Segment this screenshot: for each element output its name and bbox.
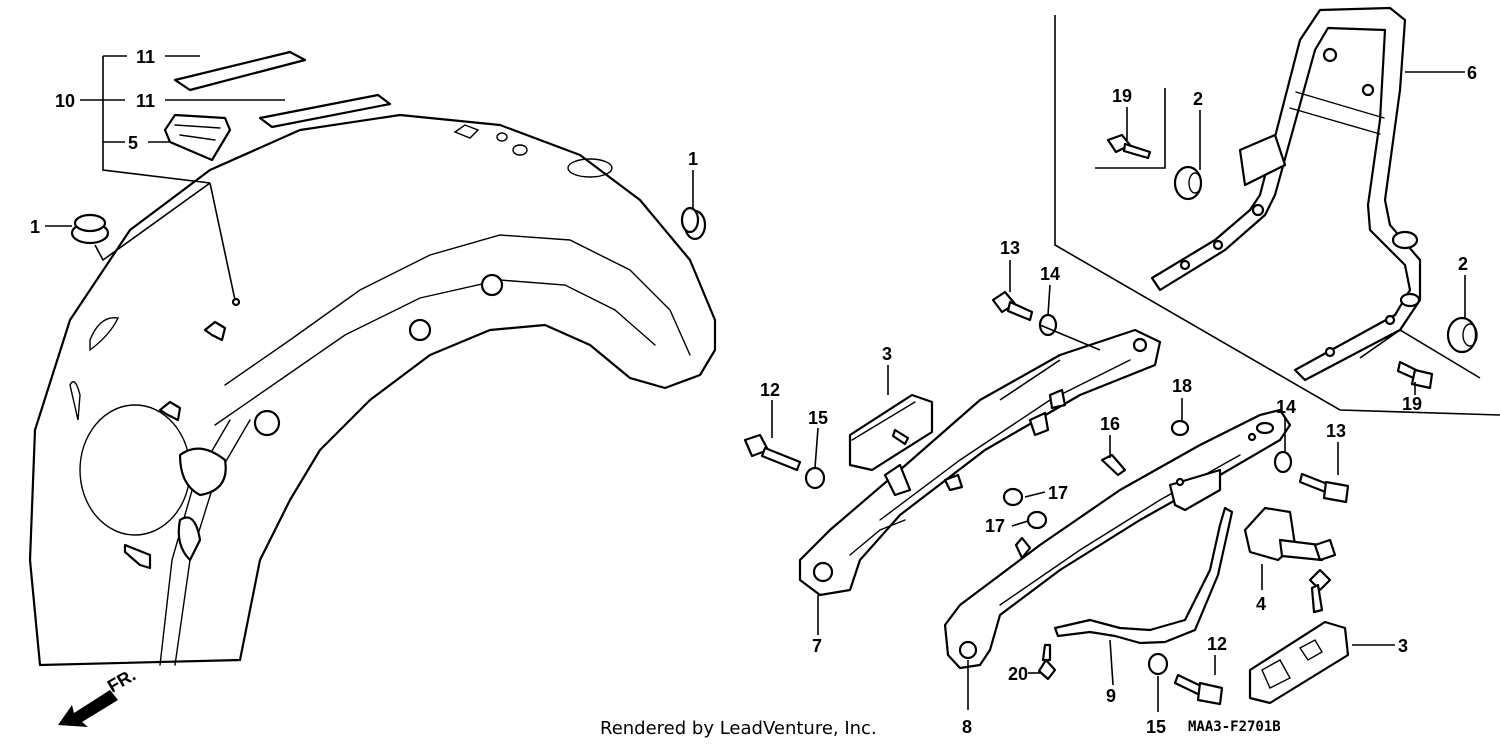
callout-3-lower: 3 xyxy=(1398,636,1408,656)
reflector-upper[interactable] xyxy=(848,393,934,472)
callout-11-upper: 11 xyxy=(136,47,155,67)
nut-18[interactable] xyxy=(1170,419,1190,437)
rear-fender[interactable] xyxy=(28,113,717,667)
callout-10: 10 xyxy=(55,91,75,111)
callout-17-lower: 17 xyxy=(985,516,1005,536)
callout-7: 7 xyxy=(812,636,822,656)
callout-19-upper: 19 xyxy=(1112,86,1132,106)
nut-17-upper[interactable] xyxy=(1002,487,1024,507)
backrest-grommet-upper[interactable] xyxy=(1173,165,1203,201)
callout-12-upper: 12 xyxy=(760,380,780,400)
callout-14-lower: 14 xyxy=(1276,397,1296,417)
callout-11-lower: 11 xyxy=(136,91,155,111)
callout-1-right: 1 xyxy=(688,149,698,169)
callout-13-upper: 13 xyxy=(1000,238,1020,258)
bolt-13-lower[interactable] xyxy=(1298,472,1350,504)
nut-17-lower[interactable] xyxy=(1026,510,1048,530)
callout-5: 5 xyxy=(128,133,138,153)
backrest-frame[interactable] xyxy=(1150,6,1422,382)
bolt-13-upper[interactable] xyxy=(991,290,1034,322)
callout-15-lower: 15 xyxy=(1146,717,1166,737)
washer-14-lower[interactable] xyxy=(1273,450,1293,474)
callout-12-lower: 12 xyxy=(1207,634,1227,654)
stripe-lower[interactable] xyxy=(258,93,392,129)
callout-1-left: 1 xyxy=(30,217,40,237)
callout-3-upper: 3 xyxy=(882,344,892,364)
bolt-12-upper[interactable] xyxy=(743,433,802,472)
bolt-lower[interactable] xyxy=(1396,360,1434,390)
bolt-12-lower[interactable] xyxy=(1173,673,1224,706)
stripe-upper[interactable] xyxy=(173,50,307,92)
grommet-right[interactable] xyxy=(680,206,707,241)
bolt-16[interactable] xyxy=(1100,453,1127,477)
callout-13-lower: 13 xyxy=(1326,421,1346,441)
diagram-code: MAA3-F2701B xyxy=(1188,719,1281,735)
rail-left[interactable] xyxy=(798,328,1162,597)
callout-15-upper: 15 xyxy=(808,408,828,428)
callout-6: 6 xyxy=(1467,63,1477,83)
washer-15-upper[interactable] xyxy=(804,466,826,490)
washer-15-lower[interactable] xyxy=(1147,652,1169,676)
callout-2-lower: 2 xyxy=(1458,254,1468,274)
credit-text: Rendered by LeadVenture, Inc. xyxy=(600,718,877,739)
callout-8: 8 xyxy=(962,717,972,737)
front-direction-arrow-icon xyxy=(58,690,118,727)
backrest-grommet-lower[interactable] xyxy=(1446,316,1478,354)
callout-9: 9 xyxy=(1106,686,1116,706)
callout-20: 20 xyxy=(1008,664,1028,684)
callout-17-upper: 17 xyxy=(1048,483,1068,503)
brace-stay[interactable] xyxy=(1053,506,1234,645)
callout-19-lower: 19 xyxy=(1402,394,1422,414)
grommet-left[interactable] xyxy=(70,213,110,245)
screw-20[interactable] xyxy=(1037,643,1057,681)
reflector-lower[interactable] xyxy=(1248,620,1350,705)
bolt-upper[interactable] xyxy=(1106,133,1152,160)
callout-4: 4 xyxy=(1256,594,1266,614)
washer-14-upper[interactable] xyxy=(1038,313,1058,337)
callout-2-upper: 2 xyxy=(1193,89,1203,109)
rail-right[interactable] xyxy=(943,408,1292,670)
callout-14-upper: 14 xyxy=(1040,264,1060,284)
callout-18: 18 xyxy=(1172,376,1192,396)
seal-pad[interactable] xyxy=(163,113,232,162)
helmet-lock[interactable] xyxy=(1243,506,1337,614)
clip[interactable] xyxy=(1014,536,1032,560)
callout-16: 16 xyxy=(1100,414,1120,434)
